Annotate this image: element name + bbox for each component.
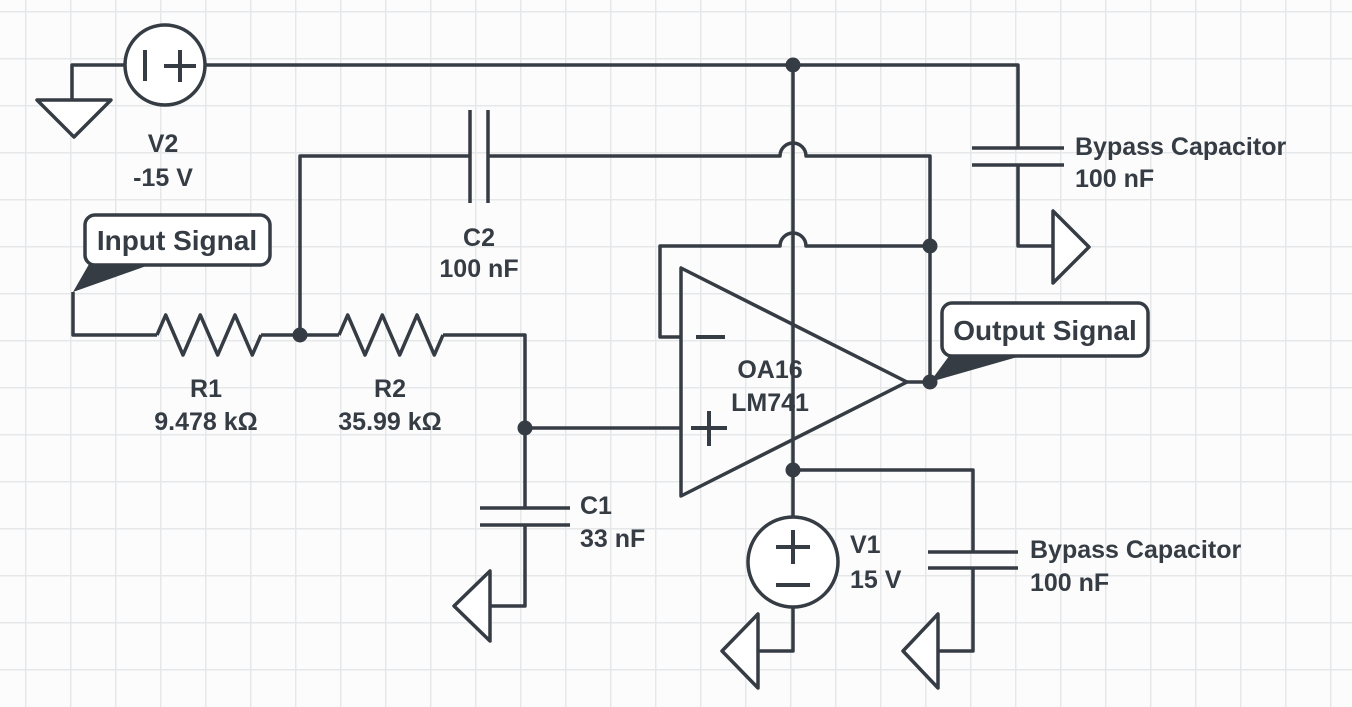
wire-input[interactable] [71,292,157,337]
junction-dot [785,57,801,73]
wire-c2-right-with-hop[interactable] [488,141,932,246]
capacitor-c2[interactable]: C2 100 nF [439,110,519,283]
junction-dot [292,327,308,343]
grounds [35,98,1091,690]
bypass-bottom-label: Bypass Capacitor [1030,536,1241,564]
c1-ref-label: C1 [580,492,612,520]
bypass-bottom-value: 100 nF [1030,569,1109,597]
opamp-model-label: LM741 [731,389,809,417]
v2-value-label: -15 V [133,164,193,192]
c2-value-label: 100 nF [439,255,518,283]
wires [70,63,1053,653]
ground-icon-v1[interactable] [720,612,760,690]
flag-tail [73,259,166,292]
wire-v2-to-ground[interactable] [70,63,125,100]
wire-positive-supply-rail[interactable] [793,468,975,552]
flag-tail [930,352,1035,382]
wire-c2-left[interactable] [298,154,470,335]
opamp-ref-label: OA16 [737,356,802,384]
wire-r2-down[interactable] [443,333,527,428]
junction-dot [517,420,533,436]
opamp-triangle-icon [679,266,909,498]
wire-top-bypass-to-ground[interactable] [1016,165,1053,248]
ground-icon-bypass-top[interactable] [1051,209,1091,285]
flag-box [940,301,1150,358]
opamp-oa16[interactable]: OA16 LM741 [679,266,909,498]
resistor-r2[interactable]: R2 35.99 kΩ [337,313,445,436]
voltage-source-v1[interactable]: V1 15 V [746,515,902,609]
r2-ref-label: R2 [374,375,406,403]
bypass-capacitor-bottom[interactable]: Bypass Capacitor 100 nF [928,536,1241,597]
bypass-top-label: Bypass Capacitor [1075,133,1286,161]
voltage-source-v2[interactable]: V2 -15 V [123,23,207,192]
resistor-r1[interactable]: R1 9.478 kΩ [154,313,263,436]
c1-value-label: 33 nF [580,525,645,553]
capacitor-c1[interactable]: C1 33 nF [480,492,645,553]
r2-value-label: 35.99 kΩ [338,408,441,436]
flag-box [83,213,272,267]
output-signal-label: Output Signal [953,315,1137,346]
r1-ref-label: R1 [190,375,222,403]
wire-bottom-bypass-to-ground[interactable] [938,568,975,653]
wire-feedback-with-hop[interactable] [658,231,930,339]
wire-v1-to-ground[interactable] [758,607,795,653]
input-signal-label: Input Signal [97,225,257,256]
wire-top-rail[interactable] [205,63,1020,148]
bypass-capacitor-top[interactable]: Bypass Capacitor 100 nF [972,133,1286,193]
junction-dots [292,57,938,478]
r1-value-label: 9.478 kΩ [154,408,257,436]
ground-icon-v2[interactable] [35,98,113,139]
c2-ref-label: C2 [463,224,495,252]
resistor-zigzag-icon [155,313,263,357]
v2-ref-label: V2 [148,130,179,158]
v1-ref-label: V1 [850,531,881,559]
junction-dot [785,462,801,478]
v1-value-label: 15 V [850,566,902,594]
wire-c1-to-ground[interactable] [490,525,527,608]
resistor-zigzag-icon [337,313,445,357]
bypass-top-value: 100 nF [1075,165,1154,193]
input-signal-flag[interactable]: Input Signal [73,213,272,292]
output-signal-flag[interactable]: Output Signal [930,301,1150,382]
junction-dot [922,238,938,254]
ground-icon-bypass-bottom[interactable] [901,612,940,690]
ground-icon-c1[interactable] [452,569,492,643]
